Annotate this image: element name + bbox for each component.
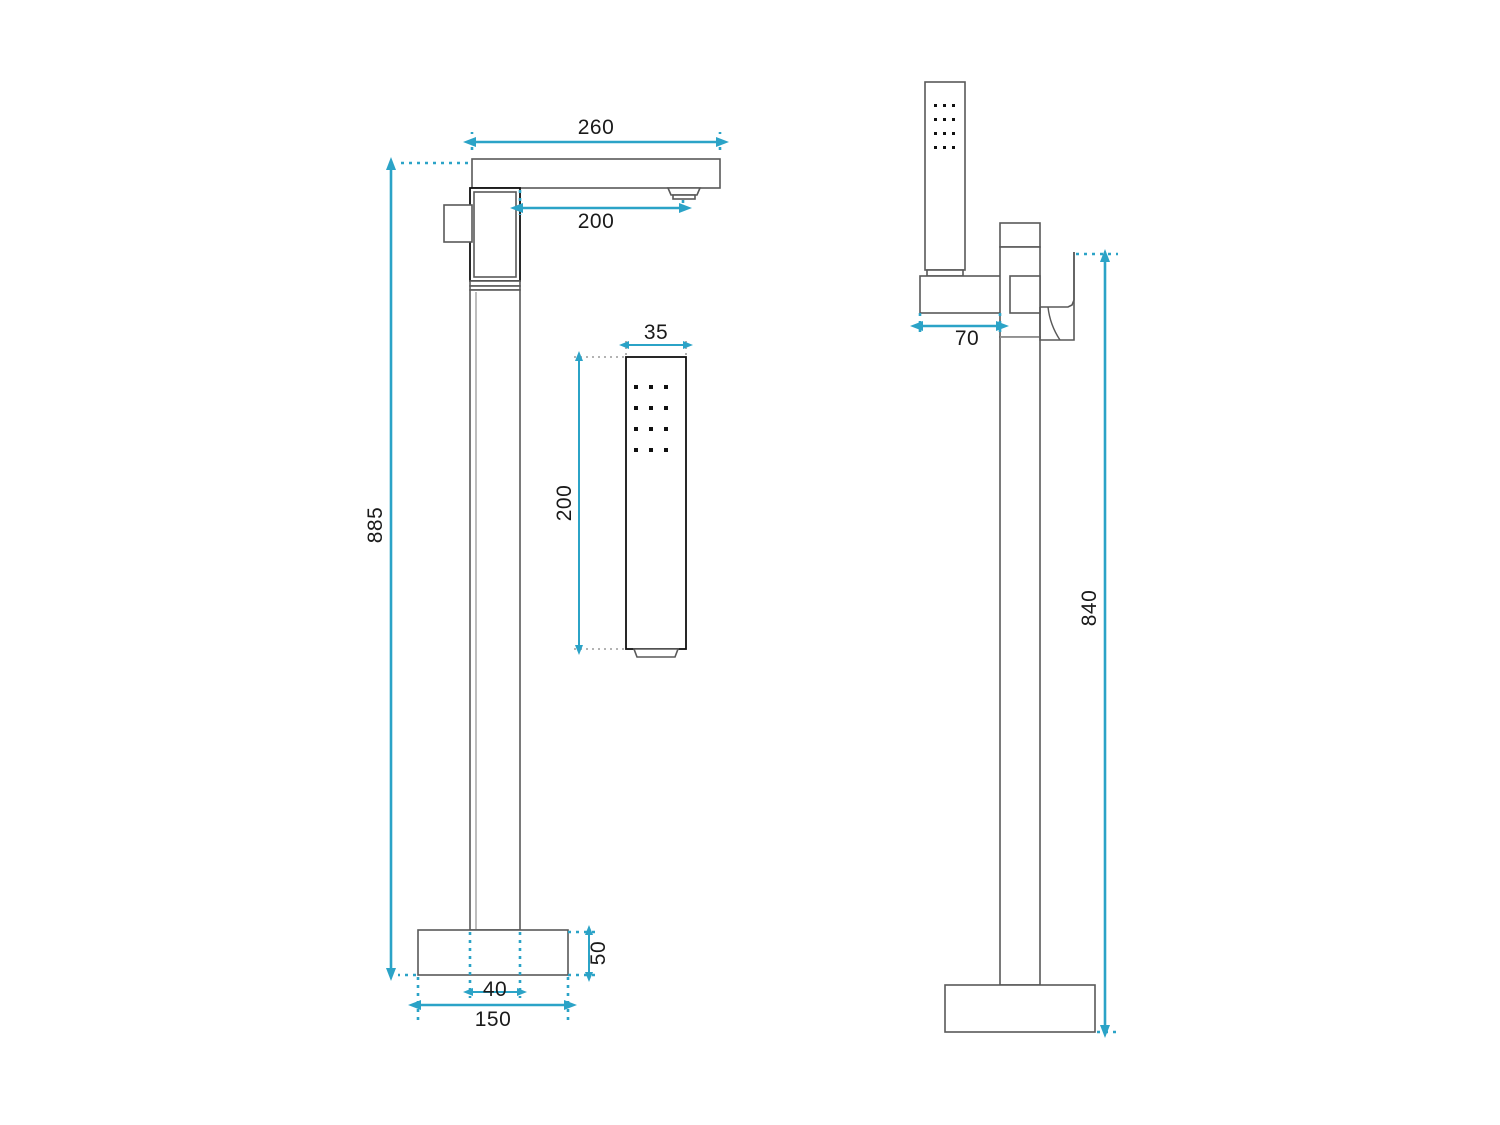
- lever-handle: [443, 204, 473, 243]
- aerator-ring: [672, 194, 696, 200]
- nozzle-dot: [952, 104, 955, 107]
- dimension-50: 50: [568, 925, 610, 982]
- dim-label-200-handshower: 200: [553, 485, 576, 522]
- side-handshower-nozzle-grid: [934, 104, 955, 149]
- side-base-plate: [944, 984, 1096, 1033]
- nozzle-dot: [664, 427, 668, 431]
- nozzle-dot: [664, 406, 668, 410]
- side-elevation-view: 70 840: [910, 81, 1118, 1038]
- dimension-260: 260: [463, 116, 729, 150]
- dim-label-35: 35: [644, 321, 668, 344]
- side-lever-handle-body: [1039, 252, 1075, 341]
- nozzle-dot: [952, 146, 955, 149]
- dimension-885: 885: [364, 157, 468, 981]
- dim-label-200-reach: 200: [578, 210, 615, 233]
- nozzle-dot: [952, 118, 955, 121]
- dim-label-40: 40: [483, 978, 507, 1001]
- nozzle-dot: [934, 118, 937, 121]
- nozzle-dot: [649, 406, 653, 410]
- side-riser-column: [999, 336, 1041, 986]
- dimension-150: 150: [408, 977, 577, 1031]
- nozzle-dot: [952, 132, 955, 135]
- side-valve-cap: [999, 222, 1041, 248]
- spout-body: [471, 158, 721, 189]
- dim-label-70: 70: [955, 327, 979, 350]
- dim-label-840: 840: [1078, 590, 1101, 627]
- dimension-35: 35: [619, 321, 693, 355]
- nozzle-dot: [943, 104, 946, 107]
- nozzle-dot: [664, 385, 668, 389]
- side-lever-handle-curve: [1047, 306, 1061, 341]
- handshower-nozzle-grid: [634, 385, 668, 452]
- dimension-200-handshower: 200: [553, 351, 624, 655]
- nozzle-dot: [934, 132, 937, 135]
- nozzle-dot: [634, 385, 638, 389]
- dimension-200-reach: 200: [510, 190, 692, 233]
- side-handshower-connector: [926, 269, 964, 277]
- handshower-connector: [632, 648, 680, 658]
- front-elevation-view: 260 200 885 50 40: [364, 116, 729, 1031]
- dimension-40: 40: [463, 932, 527, 1001]
- nozzle-dot: [943, 132, 946, 135]
- side-lever-handle-arm: [1040, 252, 1075, 308]
- nozzle-dot: [943, 118, 946, 121]
- aerator-outlet: [666, 187, 702, 196]
- handshower-detail-view: 35 200: [553, 321, 693, 658]
- dim-label-50: 50: [587, 941, 610, 965]
- nozzle-dot: [649, 448, 653, 452]
- dimension-840: 840: [1076, 249, 1118, 1038]
- dimension-70: 70: [910, 313, 1009, 350]
- side-valve-inner: [1009, 275, 1041, 314]
- nozzle-dot: [634, 406, 638, 410]
- nozzle-dot: [649, 385, 653, 389]
- dim-label-150: 150: [475, 1008, 512, 1031]
- valve-body-inner: [473, 191, 517, 278]
- nozzle-dot: [664, 448, 668, 452]
- riser-column: [469, 289, 521, 931]
- nozzle-dot: [943, 146, 946, 149]
- nozzle-dot: [934, 146, 937, 149]
- handshower-body: [625, 356, 687, 650]
- nozzle-dot: [634, 427, 638, 431]
- side-handshower-body: [924, 81, 966, 271]
- dim-label-260: 260: [578, 116, 615, 139]
- nozzle-dot: [649, 427, 653, 431]
- dim-label-885: 885: [364, 507, 387, 544]
- valve-body: [469, 187, 521, 282]
- base-plate: [417, 929, 569, 976]
- nozzle-dot: [934, 104, 937, 107]
- nozzle-dot: [634, 448, 638, 452]
